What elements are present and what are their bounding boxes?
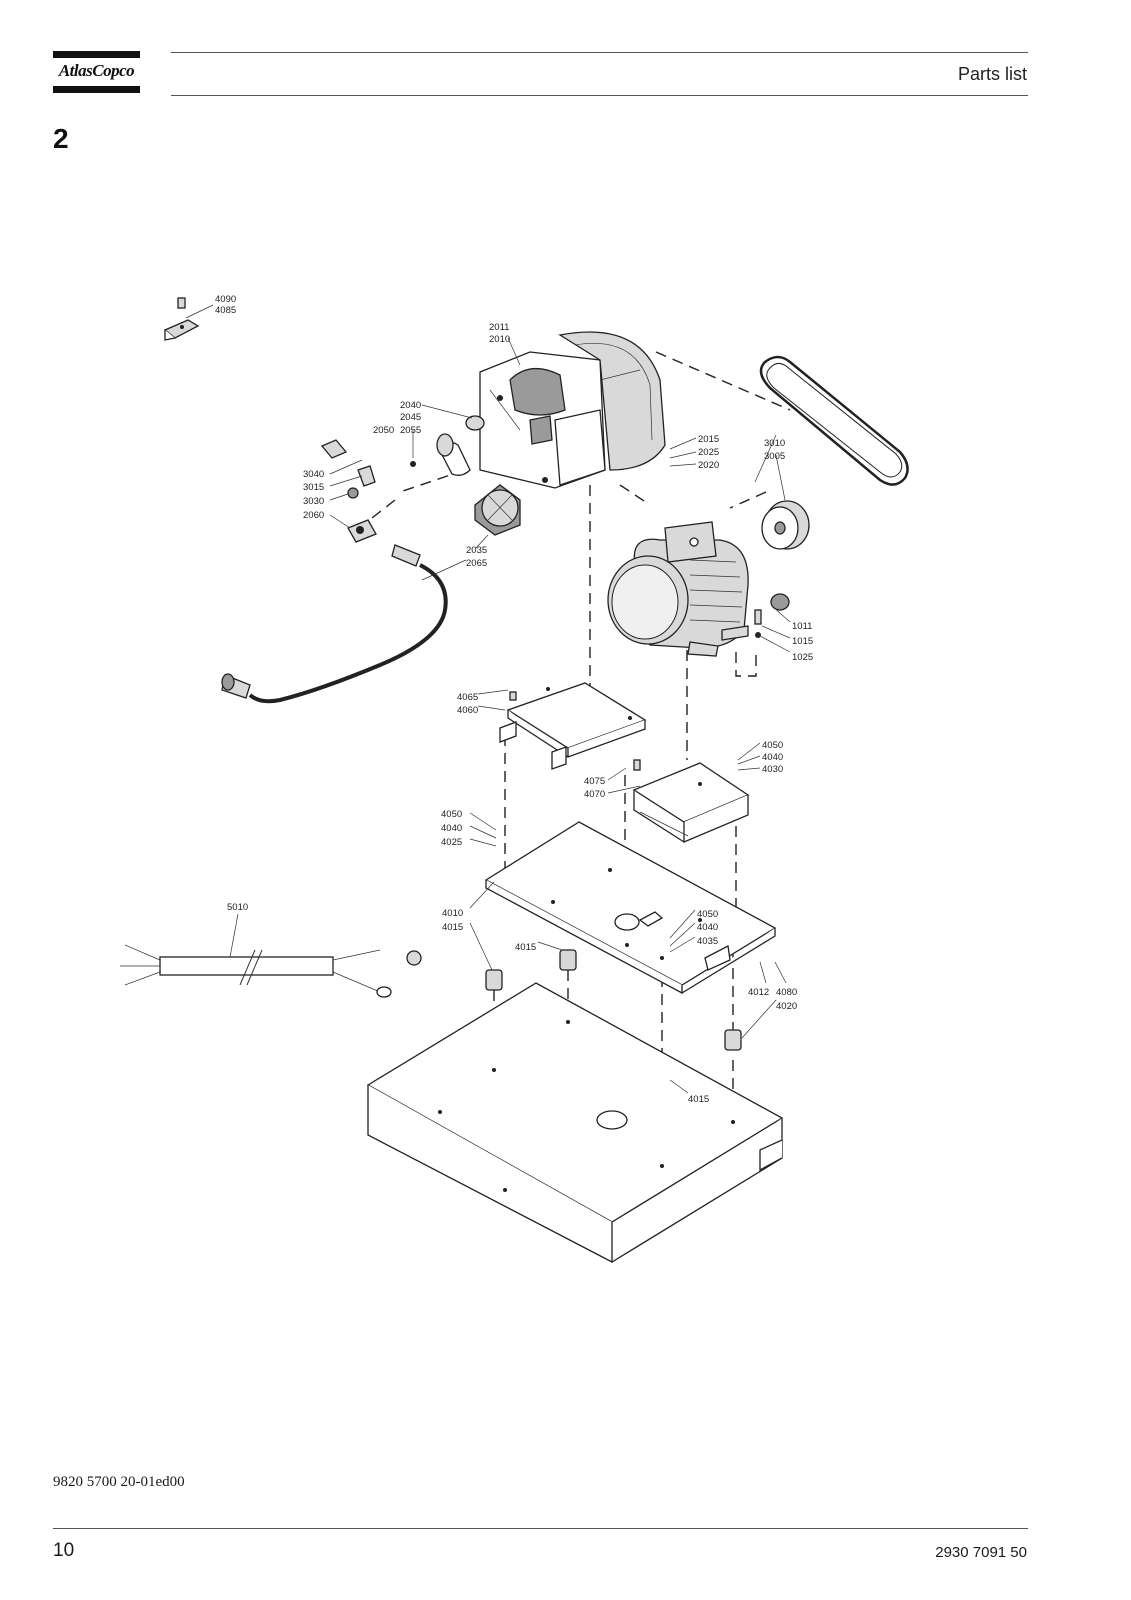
label-4070: 4070 xyxy=(584,789,605,800)
label-4030: 4030 xyxy=(762,764,783,775)
unloader-fittings xyxy=(320,439,377,543)
label-4060: 4060 xyxy=(457,705,478,716)
document-code: 9820 5700 20-01ed00 xyxy=(53,1474,185,1490)
label-4040-b: 4040 xyxy=(441,823,462,834)
label-1025: 1025 xyxy=(792,652,813,663)
logo-bar-top xyxy=(53,51,140,58)
label-4090: 4090 xyxy=(215,294,236,305)
cable-5010 xyxy=(120,944,422,998)
label-2050: 2050 xyxy=(373,425,394,436)
label-4065: 4065 xyxy=(457,692,478,703)
label-2060: 2060 xyxy=(303,510,324,521)
label-2011: 2011 xyxy=(489,322,509,333)
label-3040: 3040 xyxy=(303,469,324,480)
page-number: 10 xyxy=(53,1540,75,1561)
leader-lines xyxy=(185,304,791,1094)
label-5010: 5010 xyxy=(227,902,248,913)
label-4025: 4025 xyxy=(441,837,462,848)
label-4050-c: 4050 xyxy=(697,909,718,920)
compressor-pump xyxy=(479,331,666,489)
pressure-hose xyxy=(221,544,448,704)
page-title: Parts list xyxy=(957,64,1027,84)
label-2055: 2055 xyxy=(400,425,421,436)
document-reference: 2930 7091 50 xyxy=(935,1544,1027,1561)
motor-plate-4070 xyxy=(632,759,750,843)
header-rule-bottom xyxy=(171,95,1028,96)
label-2020: 2020 xyxy=(698,460,719,471)
support-plate-4060 xyxy=(499,682,647,770)
logo-bar-bottom xyxy=(53,86,140,93)
label-2035: 2035 xyxy=(466,545,487,556)
label-4012: 4012 xyxy=(748,987,769,998)
label-2040: 2040 xyxy=(400,400,421,411)
label-4085: 4085 xyxy=(215,305,236,316)
footer-rule xyxy=(53,1528,1028,1529)
label-4040-a: 4040 xyxy=(762,752,783,763)
label-4020: 4020 xyxy=(776,1001,797,1012)
label-2025: 2025 xyxy=(698,447,719,458)
label-4080: 4080 xyxy=(776,987,797,998)
label-4050-b: 4050 xyxy=(441,809,462,820)
label-2065: 2065 xyxy=(466,558,487,569)
base-frame xyxy=(366,982,784,1264)
filter-housing-2035 xyxy=(474,484,521,536)
label-2015: 2015 xyxy=(698,434,719,445)
label-4075: 4075 xyxy=(584,776,605,787)
label-3010: 3010 xyxy=(764,438,785,449)
label-4035: 4035 xyxy=(697,936,718,947)
inlet-pipe xyxy=(410,415,485,476)
drive-belt xyxy=(759,355,909,486)
logo-text: AtlasCopco xyxy=(58,61,135,80)
label-4010: 4010 xyxy=(442,908,463,919)
label-1011: 1011 xyxy=(792,621,812,632)
motor-pulley xyxy=(761,500,810,550)
part-labels: 4090 4085 2011 2010 2040 2045 2050 2055 … xyxy=(215,294,813,1105)
bracket-4085 xyxy=(163,297,200,341)
label-4040-c: 4040 xyxy=(697,922,718,933)
label-3015: 3015 xyxy=(303,482,324,493)
label-3030: 3030 xyxy=(303,496,324,507)
section-number: 2 xyxy=(53,123,69,154)
label-4050-a: 4050 xyxy=(762,740,783,751)
label-4015-c: 4015 xyxy=(688,1094,709,1105)
label-3005: 3005 xyxy=(764,451,785,462)
label-4015-a: 4015 xyxy=(442,922,463,933)
label-2010: 2010 xyxy=(489,334,510,345)
header-rule-top xyxy=(171,52,1028,53)
base-plate-4010 xyxy=(484,821,777,995)
label-1015: 1015 xyxy=(792,636,813,647)
electric-motor xyxy=(607,521,790,657)
label-4015-b: 4015 xyxy=(515,942,536,953)
label-2045: 2045 xyxy=(400,412,421,423)
